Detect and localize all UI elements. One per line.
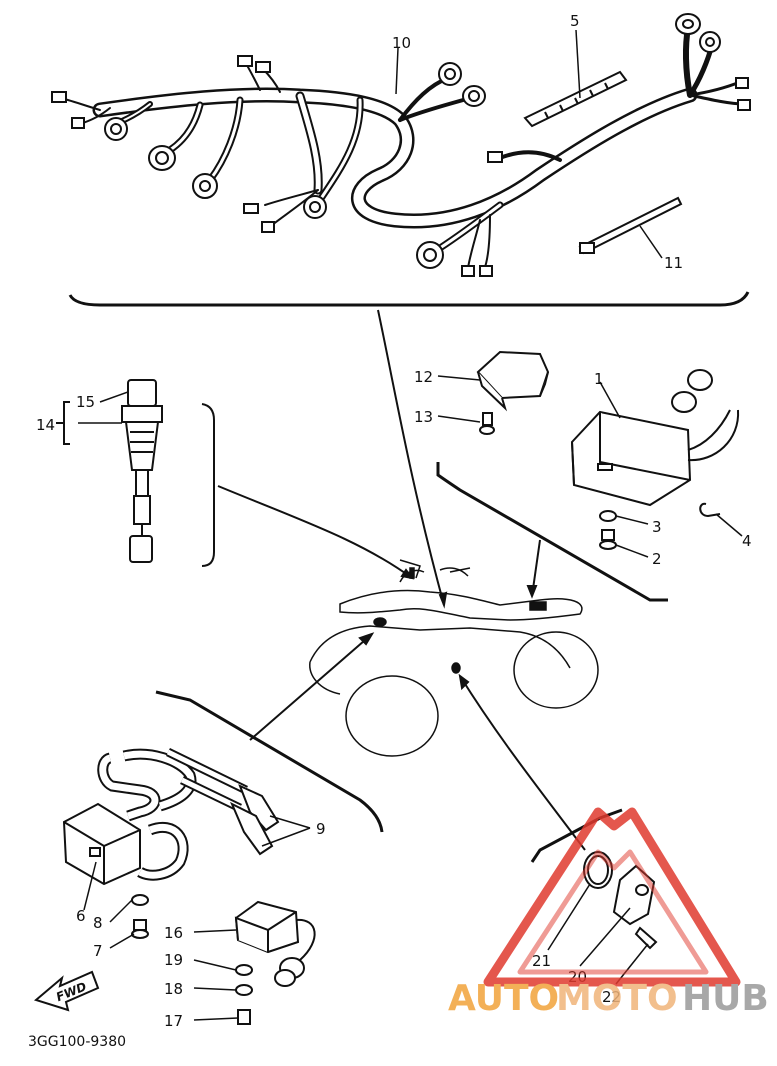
- callout-4: 4: [742, 532, 752, 550]
- atv-silhouette: [309, 559, 599, 757]
- callout-14: 14: [36, 416, 55, 434]
- watermark-hub: HUB: [682, 978, 769, 1019]
- tape-part-5: [523, 70, 628, 128]
- callout-11: 11: [664, 254, 683, 272]
- callout-2: 2: [652, 550, 662, 568]
- harness-connectors: [51, 13, 751, 277]
- sensor-bracket: [530, 808, 623, 863]
- rectifier-unit-part-12: [476, 350, 550, 435]
- forward-arrow: FWD: [33, 970, 100, 1012]
- sensor-assembly: [583, 851, 658, 950]
- watermark-auto: AUTO: [448, 978, 559, 1019]
- callout-13: 13: [414, 408, 433, 426]
- callout-5: 5: [570, 12, 580, 30]
- watermark: AUTO MOTO HUB: [448, 807, 769, 1019]
- callout-18: 18: [164, 980, 183, 998]
- ignition-coil-assembly: [62, 747, 280, 939]
- callout-6: 6: [76, 907, 86, 925]
- callout-7: 7: [93, 942, 103, 960]
- callout-9: 9: [316, 820, 326, 838]
- callout-22: 22: [602, 988, 621, 1006]
- callout-leaders: [78, 29, 743, 1021]
- callout-3: 3: [652, 518, 662, 536]
- watermark-moto: MOTO: [556, 978, 678, 1019]
- switch-bracket: [56, 401, 215, 567]
- callout-19: 19: [164, 951, 183, 969]
- callout-1: 1: [594, 370, 604, 388]
- callout-8: 8: [93, 914, 103, 932]
- harness-bracket: [68, 291, 750, 307]
- callout-21: 21: [532, 952, 551, 970]
- callout-10: 10: [392, 34, 411, 52]
- band-part-11: [578, 196, 683, 255]
- callout-15: 15: [76, 393, 95, 411]
- hardware-2-3-4: [599, 502, 721, 550]
- callout-16: 16: [164, 924, 183, 942]
- main-switch-assembly: [121, 379, 163, 563]
- cdi-unit-part-1: [570, 369, 740, 507]
- right-bracket: [436, 462, 668, 602]
- resistor-unit-assembly: [234, 900, 316, 1025]
- callout-12: 12: [414, 368, 433, 386]
- coil-bracket: [155, 690, 384, 833]
- catalog-code: 3GG100-9380: [28, 1034, 126, 1050]
- callout-17: 17: [164, 1012, 183, 1030]
- leader-arrows: [217, 309, 586, 851]
